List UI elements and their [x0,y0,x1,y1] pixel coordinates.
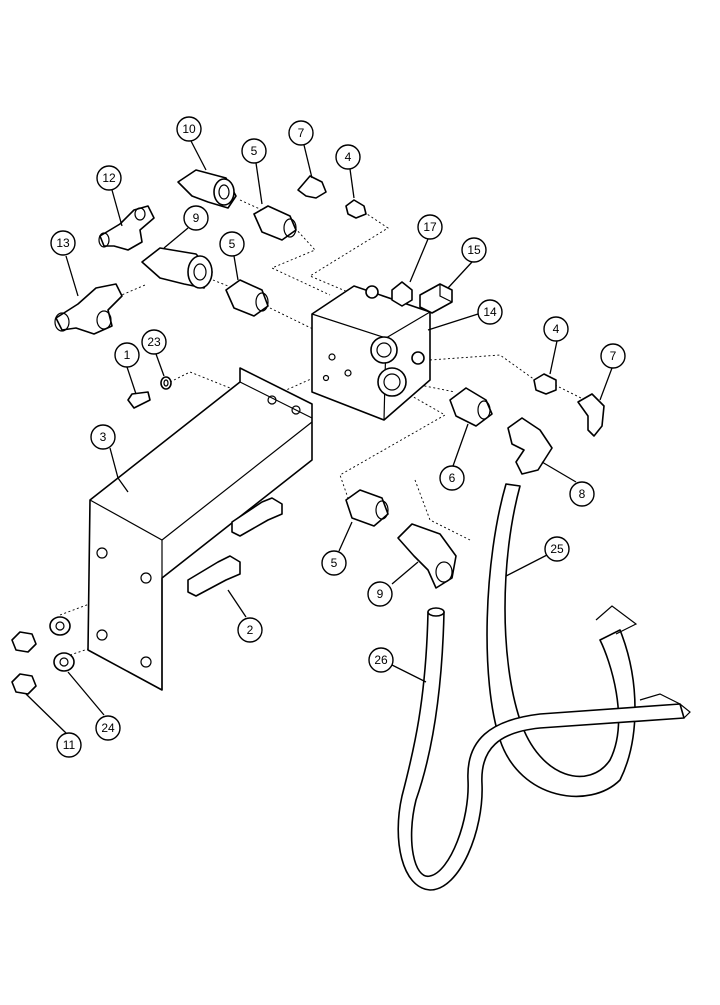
callout-24: 24 [95,715,121,741]
callout-1: 1 [114,342,140,368]
tee-fitting-13 [54,283,123,335]
tee-fitting-12 [98,205,155,251]
callout-26: 26 [368,647,394,673]
elbow-7-right [577,393,605,437]
bolt-2-upper [231,497,283,537]
callout-7-right: 7 [600,343,626,369]
callout-12: 12 [96,165,122,191]
bolt-1 [127,391,151,409]
washers-24 [49,616,75,672]
callout-23: 23 [141,329,167,355]
callout-3: 3 [90,424,116,450]
svg-text:7: 7 [610,349,617,363]
callout-5-lower: 5 [321,550,347,576]
svg-text:15: 15 [467,243,481,257]
callout-13: 13 [50,230,76,256]
svg-text:7: 7 [298,126,305,140]
svg-text:4: 4 [553,322,560,336]
svg-text:6: 6 [449,471,456,485]
fitting-15 [419,283,453,314]
callout-25: 25 [544,536,570,562]
svg-text:4: 4 [345,150,352,164]
callout-11: 11 [56,732,82,758]
svg-text:14: 14 [483,305,497,319]
elbow-fitting-10 [177,169,237,209]
adapter-5-middle [225,279,269,317]
callout-9-upper: 9 [183,205,209,231]
svg-text:9: 9 [193,211,200,225]
callout-4-right: 4 [543,316,569,342]
callout-7-upper: 7 [288,120,314,146]
callout-10: 10 [176,116,202,142]
svg-text:1: 1 [124,348,131,362]
callout-9-lower: 9 [367,581,393,607]
callout-8: 8 [569,481,595,507]
bolt-2-lower [187,555,241,597]
callout-4-upper: 4 [335,144,361,170]
svg-text:5: 5 [331,556,338,570]
fitting-4-upper [345,199,367,219]
adapter-5-upper [253,205,297,241]
svg-text:8: 8 [579,487,586,501]
svg-text:24: 24 [101,721,115,735]
svg-text:26: 26 [374,653,388,667]
elbow-7-upper [297,175,327,199]
svg-text:25: 25 [550,542,564,556]
callout-6: 6 [439,465,465,491]
svg-text:5: 5 [251,144,258,158]
callout-5-upper: 5 [241,138,267,164]
fitting-17 [391,281,413,307]
hose-26 [397,607,691,891]
elbow-fitting-8 [507,417,553,475]
callout-balloons: 1 2 3 4 4 5 5 5 6 7 7 8 9 9 10 11 12 13 … [50,116,626,758]
callout-5-middle: 5 [219,231,245,257]
svg-text:11: 11 [63,738,76,752]
svg-text:3: 3 [100,430,107,444]
valve-block [311,285,431,421]
fitting-4-right [533,373,557,395]
adapter-5-lower [345,489,389,527]
svg-text:10: 10 [182,122,196,136]
elbow-fitting-9-lower [397,523,457,589]
hose-25 [486,483,638,798]
nuts-11 [11,631,37,695]
callout-17: 17 [417,214,443,240]
svg-text:13: 13 [56,236,70,250]
callout-15: 15 [461,237,487,263]
svg-text:17: 17 [423,220,437,234]
svg-text:23: 23 [147,335,161,349]
adapter-6 [449,387,493,427]
svg-text:5: 5 [229,237,236,251]
mounting-bracket [87,367,313,691]
svg-text:2: 2 [247,623,254,637]
svg-text:9: 9 [377,587,384,601]
elbow-fitting-9-upper [141,247,213,289]
callout-2: 2 [237,617,263,643]
callout-14: 14 [477,299,503,325]
washer-23 [160,376,172,390]
svg-text:12: 12 [102,171,116,185]
